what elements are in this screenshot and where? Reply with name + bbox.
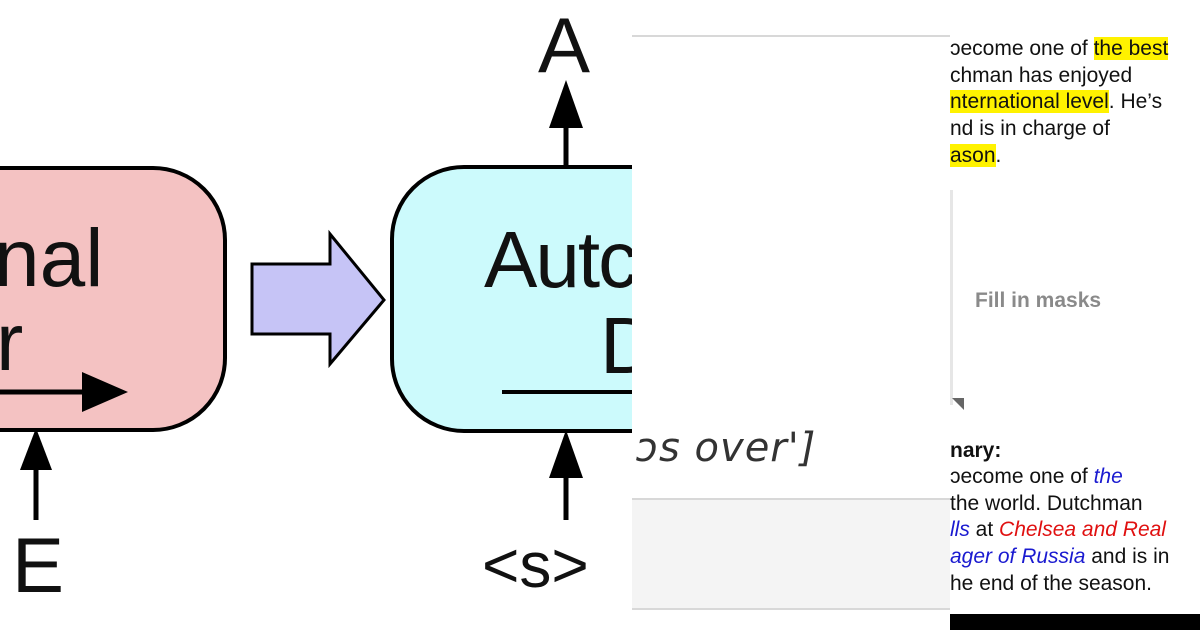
internal-arrow-head [82,372,128,412]
text-line: chman has enjoyed [950,63,1132,90]
text-line: lls at Chelsea and Real [950,517,1166,544]
text-span: at [969,518,1000,542]
decoder-label-top: Autc [484,215,632,304]
text-line: nd is in charge of [950,116,1110,143]
input-label-left: E [12,521,65,609]
blue-span: the [1093,465,1123,488]
red-span: Chelsea and Real [999,518,1166,542]
output-band [632,498,950,608]
summary-heading: nary: [950,439,1002,462]
bottom-bar [950,614,1200,630]
transfer-arrow [250,229,386,369]
text-span: . [995,143,1002,167]
text-line: ason. [950,143,1001,170]
encoder-box [0,166,227,432]
code-fragment: ɔs over'] [636,425,817,471]
input-label-right: <s> [482,529,589,601]
text-line: nternational level. He’s [950,89,1162,116]
text-span: nd is in charge of [950,117,1110,141]
top-divider [632,35,950,37]
text-line: he end of the season. [950,571,1152,598]
text-span: ɔecome one of [950,37,1094,60]
decoder-label-bottom: D [600,301,632,390]
text-line: the world. Dutchman [950,491,1143,518]
highlighted-span: ason [950,143,996,167]
band-bottom-divider [632,608,950,610]
decoder-box [390,165,632,433]
text-line: ɔecome one of the [950,464,1123,491]
diagram-panel: nal r E A Autc D <s> [0,1,632,609]
diagram-svg [0,80,632,520]
text-span: chman has enjoyed [950,63,1133,87]
code-panel: ɔs over'] [632,0,950,630]
triangle-icon [952,398,964,410]
encoder-label-top: nal [0,213,104,304]
text-span: ɔecome one of [950,465,1094,488]
text-line: ager of Russia and is in [950,544,1169,571]
output-arrow-head [549,80,583,128]
text-span: . He’s [1108,90,1163,114]
band-top-divider [632,498,950,500]
text-line: ɔecome one of the best [950,36,1169,63]
blue-span: lls [950,518,970,542]
highlighted-span: the best [1093,37,1169,60]
vertical-divider [950,190,953,405]
text-span: the world. Dutchman [950,491,1143,515]
input-arrow-left-head [20,428,52,470]
encoder-label-bottom: r [0,297,24,388]
text-span: and is in [1085,545,1170,569]
highlighted-span: nternational level [950,90,1109,114]
output-label: A [538,1,591,89]
input-arrow-right-head [549,430,583,478]
text-span: he end of the season. [950,571,1152,595]
blue-span: ager of Russia [950,545,1086,569]
fill-in-masks-label: Fill in masks [975,289,1102,312]
